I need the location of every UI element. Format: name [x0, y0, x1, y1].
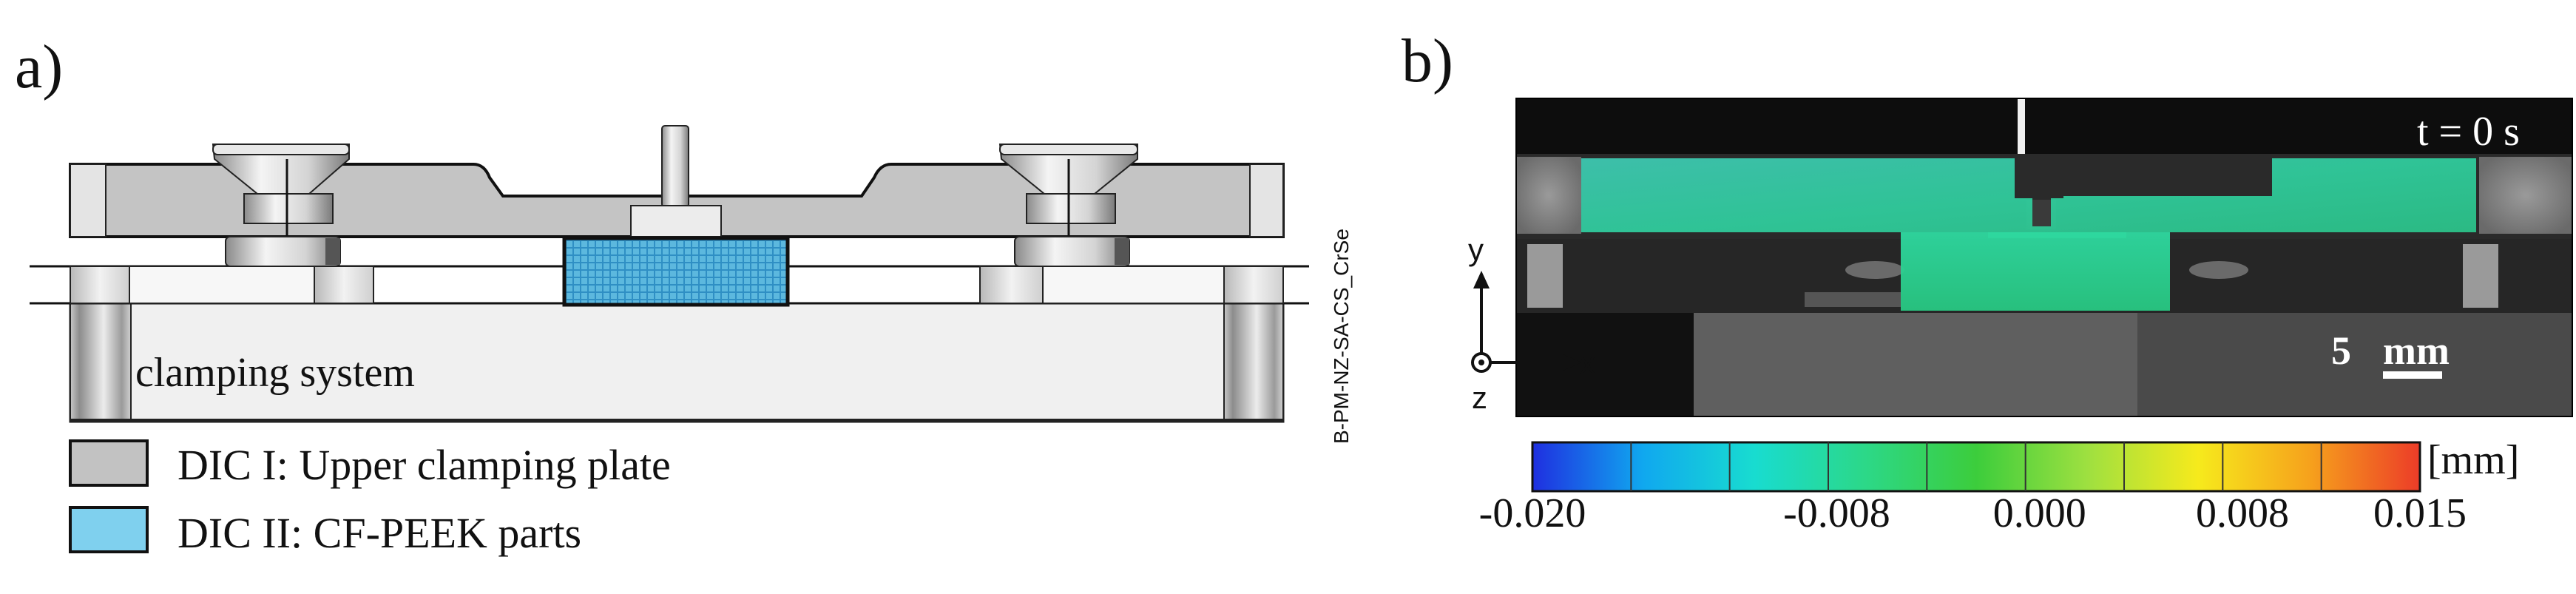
colorbar-tick-label: 0.008: [2196, 490, 2289, 536]
legend-label-dic1: DIC I: Upper clamping plate: [178, 441, 671, 489]
panel-a-label: a): [15, 33, 63, 101]
scale-bar: 5 mm: [2331, 328, 2450, 379]
dic-camera-image: [1515, 98, 2573, 417]
axis-y-label: y: [1468, 232, 1484, 267]
colorbar-strip: [1531, 441, 2421, 493]
colorbar-tick-label: -0.008: [1783, 490, 1890, 536]
cf-peek-specimen: [562, 236, 790, 307]
side-code-label: B-PM-NZ-SA-CS_CrSe: [1330, 229, 1353, 444]
screw-left: [212, 144, 350, 267]
screw-right: [998, 144, 1138, 267]
axis-z-label: z: [1472, 380, 1487, 415]
support-block-right: [979, 266, 1284, 304]
scale-bar-unit: mm: [2383, 328, 2450, 373]
colorbar-dividers: [1630, 442, 2322, 491]
legend-label-dic2: DIC II: CF-PEEK parts: [178, 509, 581, 557]
axis-x-label: x: [1580, 345, 1595, 380]
dic-overlay-cf-peek: [1901, 232, 2170, 311]
colorbar-tick-label: -0.020: [1479, 490, 1586, 536]
colorbar-unit-label: [mm]: [2427, 437, 2519, 483]
plate-end-right: [1249, 163, 1284, 237]
legend-swatch-dic2: [69, 506, 149, 553]
colorbar: [mm] -0.020 -0.008 0.000 0.008 0.015: [1479, 437, 2520, 536]
legend-swatch-dic1: [69, 439, 149, 487]
coordinate-axes: y x z: [1468, 232, 1595, 415]
center-pin: [630, 125, 722, 237]
panel-b-label: b): [1402, 27, 1453, 95]
time-label: t = 0 s: [2417, 109, 2520, 155]
colorbar-tick-label: 0.000: [1993, 490, 2086, 536]
colorbar-ticks: -0.020 -0.008 0.000 0.008 0.015: [1479, 490, 2467, 536]
dic-overlay-upper-plate: [1581, 158, 2476, 238]
clamping-system-base: [69, 302, 1285, 423]
scale-bar-value: 5: [2331, 328, 2351, 373]
panel-a: a): [15, 33, 1353, 557]
clamping-system-label: clamping system: [135, 350, 415, 396]
colorbar-tick-label: 0.015: [2373, 490, 2467, 536]
support-block-left: [70, 266, 374, 304]
plate-end-left: [70, 163, 107, 237]
legend: DIC I: Upper clamping plate DIC II: CF-P…: [69, 439, 671, 557]
panel-b: b): [1402, 27, 2573, 536]
